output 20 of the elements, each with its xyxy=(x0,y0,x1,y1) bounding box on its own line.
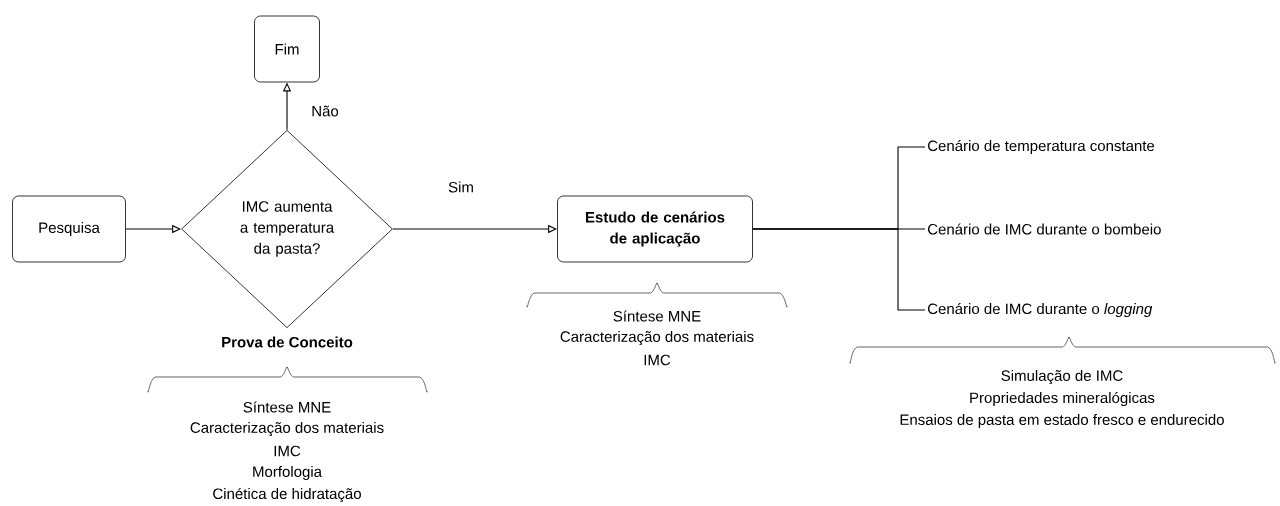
list-item: IMC xyxy=(274,445,301,457)
list-item: Propriedades mineralógicas xyxy=(970,391,1155,407)
list-item: Simulação de IMC xyxy=(1001,369,1123,384)
list-item: IMC xyxy=(644,354,671,366)
edge-label: Sim xyxy=(448,181,473,193)
list-item: Ensaios de pasta em estado fresco e endurecido xyxy=(900,414,1224,428)
process-box: Fim xyxy=(254,15,320,83)
edge-label: Não xyxy=(312,105,339,117)
list-item: Cinética de hidratação xyxy=(213,487,361,503)
list-item: Morfologia xyxy=(253,466,322,480)
list-item: Síntese MNE xyxy=(613,310,701,322)
process-box: Pesquisa xyxy=(12,195,126,263)
list-item: Caracterização dos materiais xyxy=(560,330,754,345)
scenario-text: Cenário de IMC durante o logging xyxy=(927,302,1153,318)
heading: Prova de Conceito xyxy=(222,336,353,348)
process-box: Estudo de cenários de aplicação xyxy=(557,195,753,263)
scenario-text: Cenário de IMC durante o bombeio xyxy=(927,223,1161,235)
list-item: Síntese MNE xyxy=(243,401,331,413)
scenario-text: Cenário de temperatura constante xyxy=(927,139,1155,155)
list-item: Caracterização dos materiais xyxy=(190,421,384,436)
